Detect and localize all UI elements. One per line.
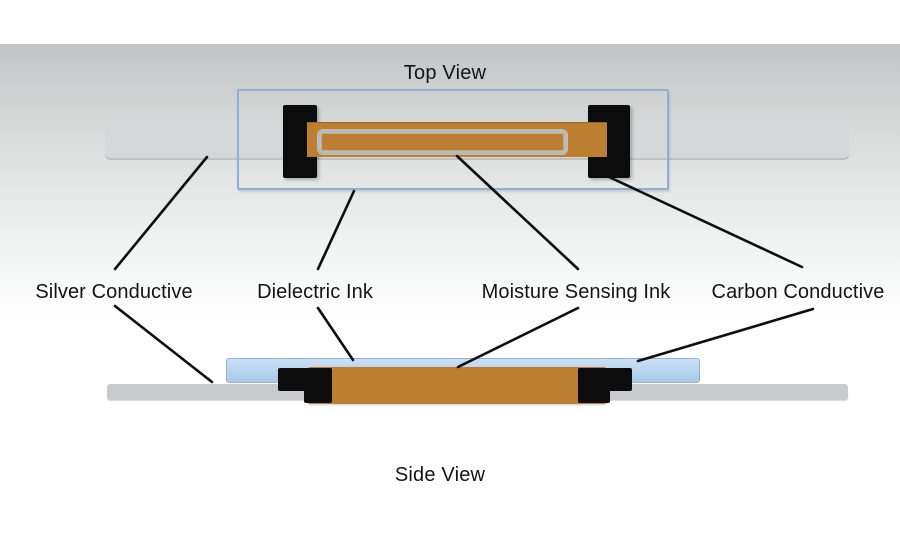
top-view-electrode-outline (318, 130, 567, 154)
side-view-title: Side View (394, 464, 486, 486)
label-moisture-sensing-ink: Moisture Sensing Ink (481, 281, 671, 303)
top-view-title: Top View (403, 62, 487, 84)
side-view-carbon-pad-left-foot (304, 368, 332, 403)
side-view-carbon-pad-right-foot (578, 368, 610, 403)
label-carbon-conductive: Carbon Conductive (711, 281, 885, 303)
top-view-boundary-rect (237, 89, 669, 190)
label-silver-conductive: Silver Conductive (35, 281, 193, 303)
label-dielectric-ink: Dielectric Ink (257, 281, 373, 303)
side-view-moisture-ink-bar (308, 367, 606, 404)
